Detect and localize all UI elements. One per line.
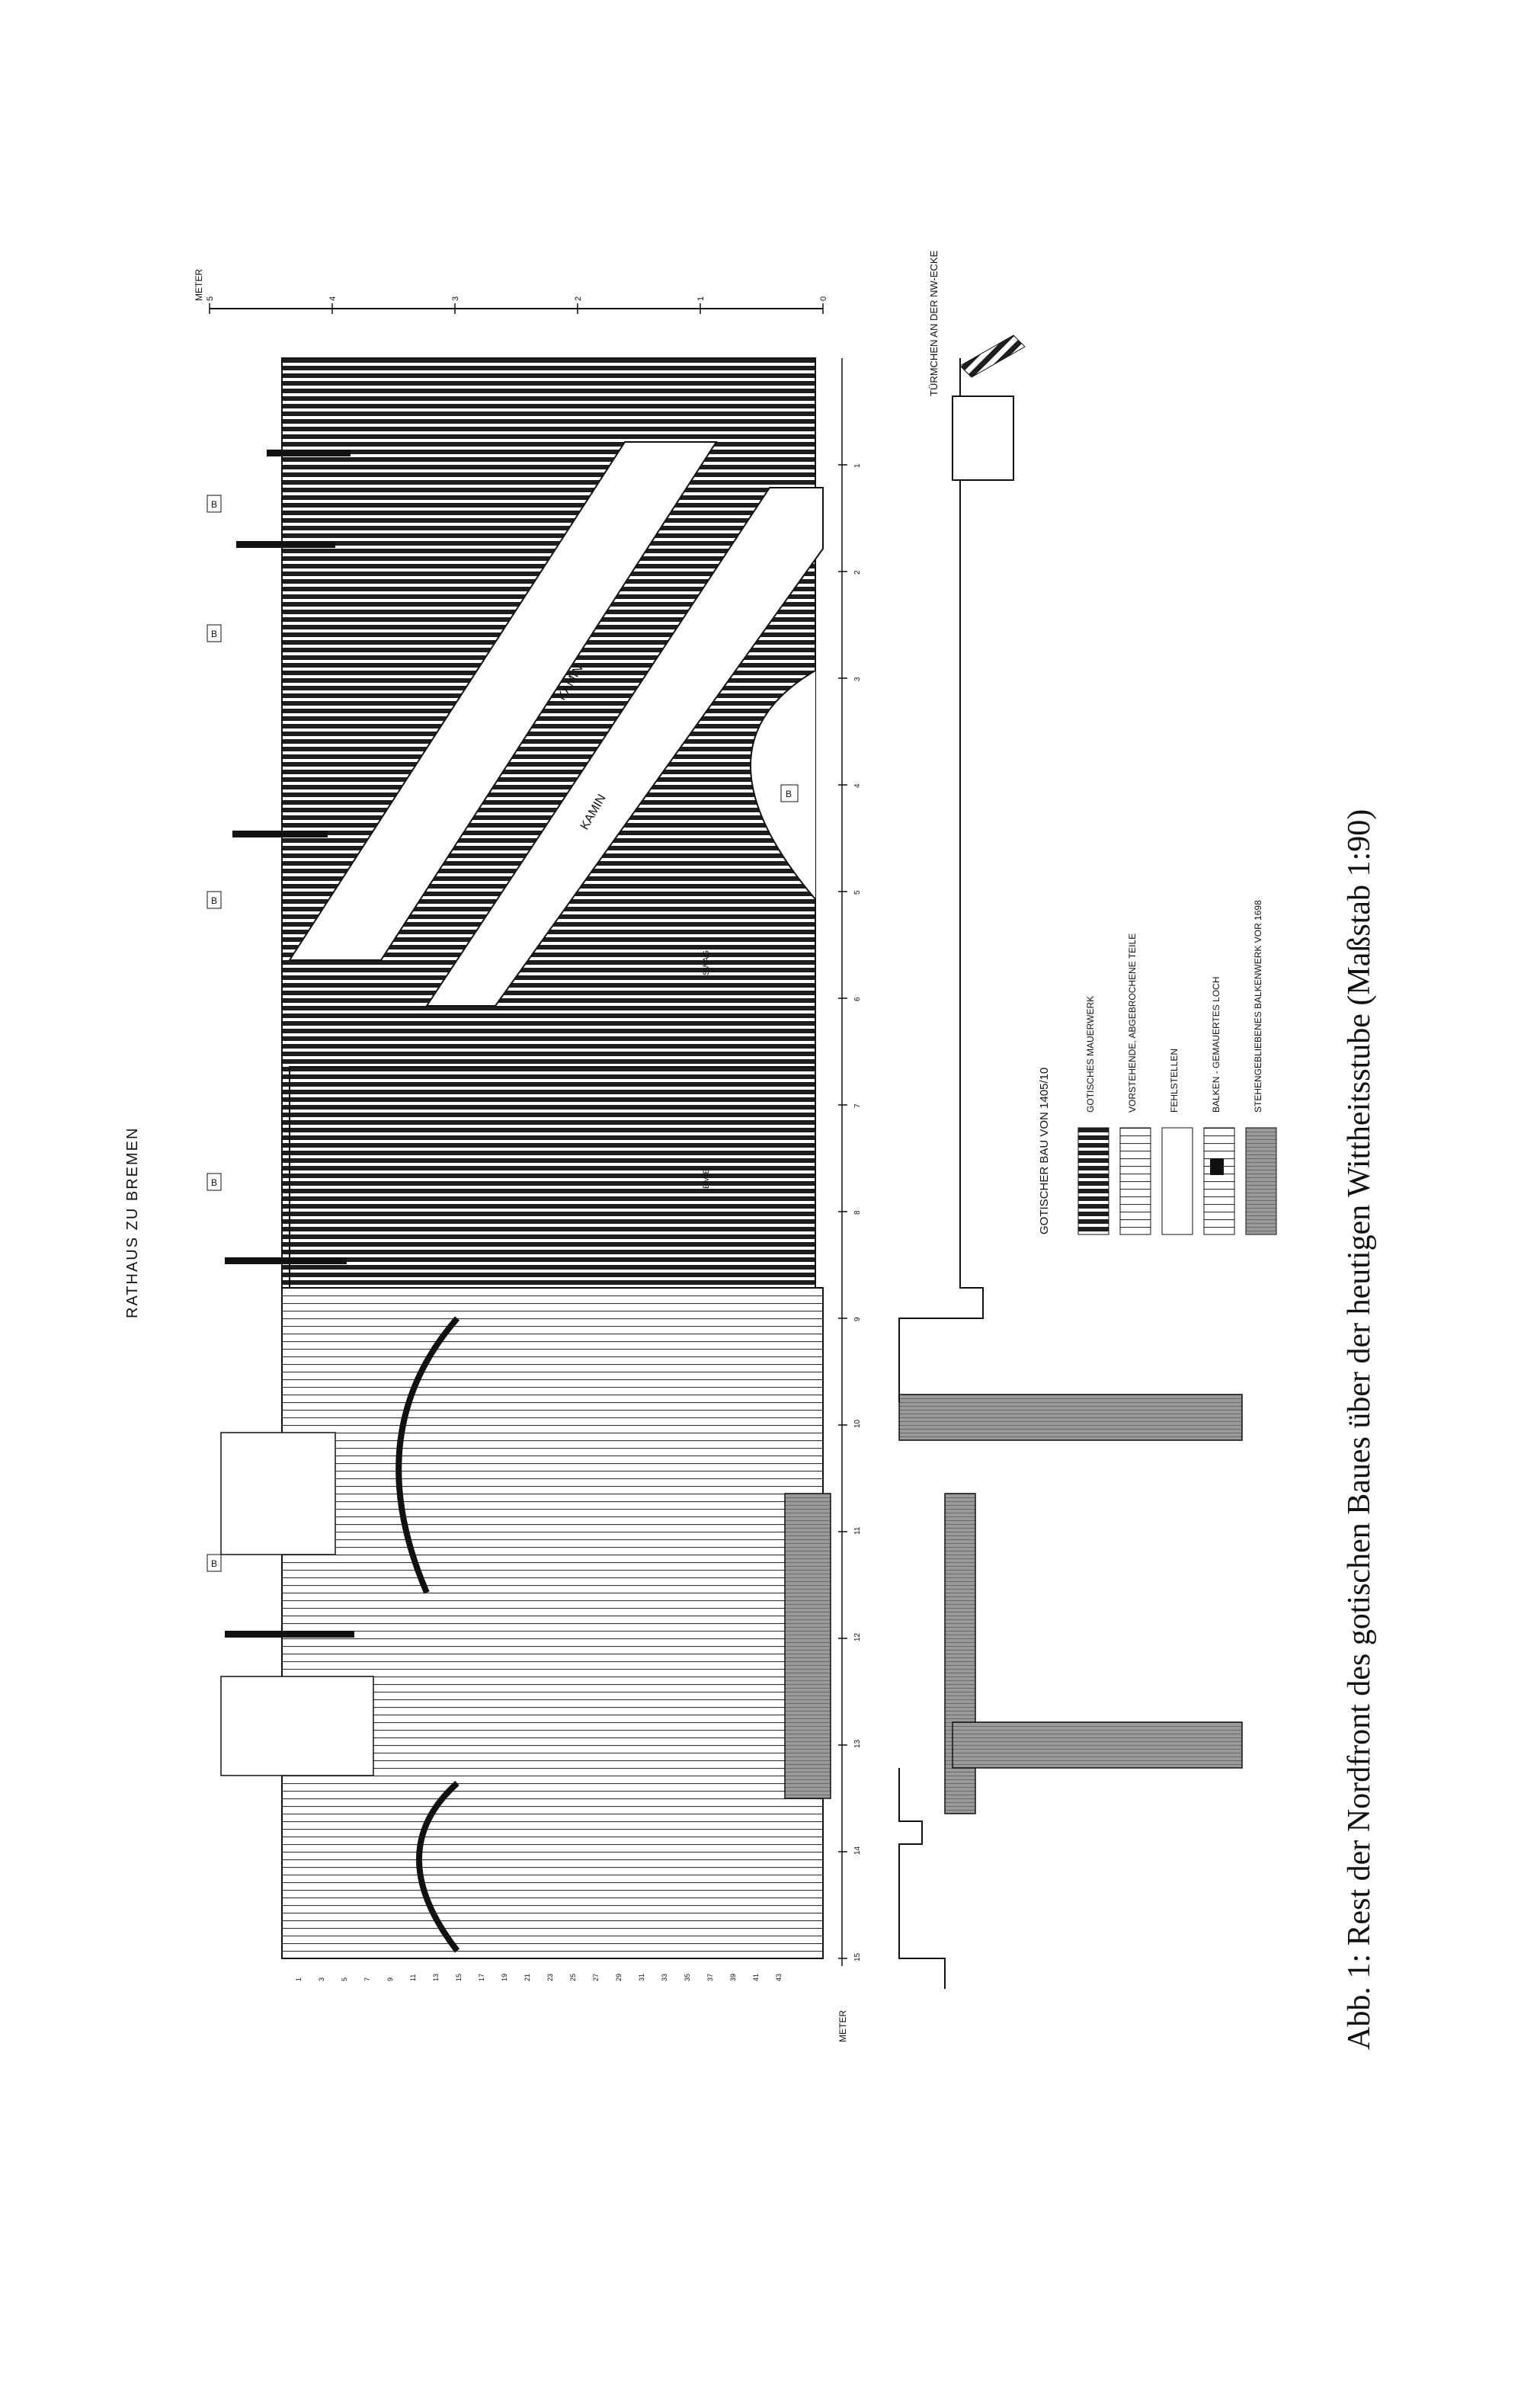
corner-tower-label: TÜRMCHEN AN DER NW-ECKE bbox=[928, 251, 940, 396]
course-number: 17 bbox=[478, 1974, 485, 1981]
course-number: 37 bbox=[706, 1974, 714, 1981]
beam-marker-6: B bbox=[786, 789, 792, 799]
beam-marker-1: B bbox=[211, 499, 217, 510]
side-scale-tick-label: 15 bbox=[853, 1952, 862, 1961]
course-number: 3 bbox=[318, 1977, 325, 1981]
side-scale-tick-label: 7 bbox=[853, 1103, 862, 1108]
top-scale-tick-label: 1 bbox=[696, 296, 706, 301]
legend-item-4: BALKEN - GEMAUERTES LOCH bbox=[1211, 977, 1221, 1113]
course-number: 41 bbox=[752, 1974, 760, 1981]
course-number: 9 bbox=[386, 1977, 394, 1981]
meter-label-top: METER bbox=[194, 269, 204, 301]
side-scale-tick-label: 5 bbox=[853, 890, 862, 895]
course-number: 5 bbox=[341, 1977, 348, 1981]
course-number: 43 bbox=[775, 1974, 783, 1981]
course-number: 39 bbox=[729, 1974, 737, 1981]
course-number: 23 bbox=[546, 1974, 554, 1981]
beam-marker-2: B bbox=[211, 629, 217, 639]
course-number: 33 bbox=[661, 1974, 668, 1981]
beam-markers: B B B B B B bbox=[207, 495, 799, 1572]
course-number: 15 bbox=[455, 1974, 463, 1981]
course-number: 31 bbox=[638, 1974, 645, 1981]
course-number: 25 bbox=[569, 1974, 577, 1981]
wall-anchors bbox=[225, 450, 354, 1638]
side-scale-tick-label: 2 bbox=[853, 570, 862, 575]
legend-item-5: STEHENGEBLIEBENES BALKENWERK VOR 1698 bbox=[1253, 900, 1263, 1113]
legend-item-2: VORSTEHENDE, ABGEBROCHENE TEILE bbox=[1127, 933, 1138, 1113]
legend-swatch-missing bbox=[1161, 1127, 1193, 1235]
facade-middle-block bbox=[289, 1066, 816, 1289]
beam-marker-5: B bbox=[211, 1558, 217, 1569]
emie-label: EMIE bbox=[702, 1168, 711, 1189]
legend-item-1: GOTISCHES MAUERWERK bbox=[1085, 996, 1096, 1113]
top-scale-tick-label: 2 bbox=[574, 296, 583, 301]
legend-swatch-gothic bbox=[1077, 1127, 1109, 1235]
top-scale-tick-label: 0 bbox=[819, 296, 828, 301]
side-scale-tick-label: 12 bbox=[853, 1632, 862, 1641]
course-number: 11 bbox=[409, 1974, 417, 1981]
side-scale-tick-label: 3 bbox=[853, 677, 862, 681]
side-scale-tick-label: 8 bbox=[853, 1210, 862, 1215]
side-scale-tick-label: 11 bbox=[853, 1526, 862, 1535]
top-scale-tick-label: 3 bbox=[451, 296, 460, 301]
course-number: 27 bbox=[592, 1974, 600, 1981]
figure-caption: Abb. 1: Rest der Nordfront des gotischen… bbox=[1342, 809, 1377, 2050]
course-number: 7 bbox=[363, 1977, 371, 1981]
side-scale-tick-label: 4 bbox=[853, 783, 862, 788]
course-number: 1 bbox=[295, 1977, 303, 1981]
legend-item-3: FEHLSTELLEN bbox=[1169, 1049, 1180, 1113]
beam-marker-4: B bbox=[211, 1177, 217, 1188]
beam-remnants-grey bbox=[784, 1394, 1243, 1814]
beam-marker-3: B bbox=[211, 895, 217, 906]
swag-label: SWAG bbox=[702, 950, 711, 975]
legend-swatch-grey bbox=[1245, 1127, 1277, 1235]
course-number: 29 bbox=[615, 1974, 623, 1981]
course-number: 21 bbox=[523, 1974, 531, 1981]
course-number: 35 bbox=[684, 1974, 691, 1981]
side-scale-tick-label: 6 bbox=[853, 997, 862, 1001]
legend: GOTISCHER BAU VON 1405/10 GOTISCHES MAUE… bbox=[1038, 900, 1277, 1235]
course-number: 13 bbox=[432, 1974, 440, 1981]
course-number: 19 bbox=[501, 1974, 508, 1981]
top-scale-tick-label: 5 bbox=[206, 296, 215, 301]
top-scale: METER bbox=[194, 269, 823, 309]
side-scale-tick-label: 1 bbox=[853, 463, 862, 468]
side-scale-tick-label: 14 bbox=[853, 1846, 862, 1855]
facade-lower-section bbox=[220, 1287, 824, 1959]
side-scale-tick-label: 9 bbox=[853, 1317, 862, 1321]
legend-swatch-protruding bbox=[1119, 1127, 1151, 1235]
drawing-title: RATHAUS ZU BREMEN bbox=[124, 1127, 141, 1318]
legend-title: GOTISCHER BAU VON 1405/10 bbox=[1038, 1068, 1051, 1234]
top-scale-tick-label: 4 bbox=[328, 296, 338, 301]
side-scale-tick-label: 10 bbox=[853, 1419, 862, 1428]
meter-label-bottom: METER bbox=[837, 2010, 848, 2042]
legend-swatch-beam bbox=[1203, 1127, 1235, 1235]
side-scale-tick-label: 13 bbox=[853, 1739, 862, 1748]
section-profile bbox=[898, 335, 1026, 1989]
